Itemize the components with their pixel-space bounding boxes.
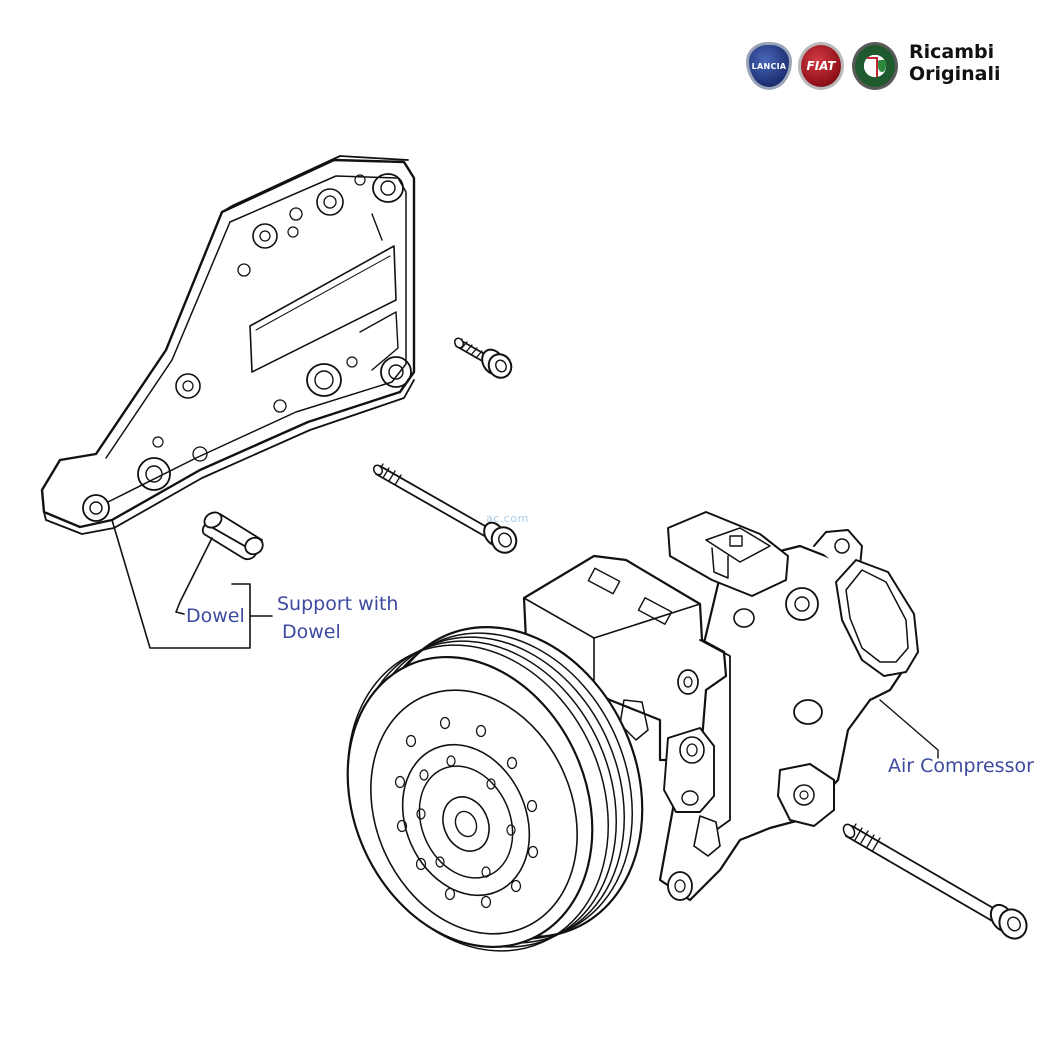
- brand-text-line2: Originali: [909, 63, 1001, 85]
- fiat-logo-icon: FIAT: [798, 42, 844, 90]
- long-bolt-middle: [372, 463, 518, 554]
- support-bracket: [40, 155, 416, 535]
- air-compressor-label: Air Compressor: [888, 755, 1034, 777]
- leader-lines: [111, 519, 939, 759]
- dowel-label: Dowel: [186, 605, 245, 627]
- support-label-line1: Support with: [277, 593, 399, 615]
- small-bolt: [453, 337, 513, 379]
- air-compressor: [346, 511, 919, 952]
- support-label-line2: Dowel: [282, 621, 341, 643]
- brand-logo: LANCIA FIAT Ricambi Originali: [746, 38, 1016, 96]
- alfa-romeo-logo-icon: [852, 42, 898, 90]
- lancia-logo-icon: LANCIA: [746, 42, 792, 90]
- dowel-part: [201, 511, 264, 561]
- long-bolt-lower: [842, 823, 1028, 940]
- watermark-text: ac.com: [486, 512, 529, 525]
- brand-text-line1: Ricambi: [909, 41, 995, 63]
